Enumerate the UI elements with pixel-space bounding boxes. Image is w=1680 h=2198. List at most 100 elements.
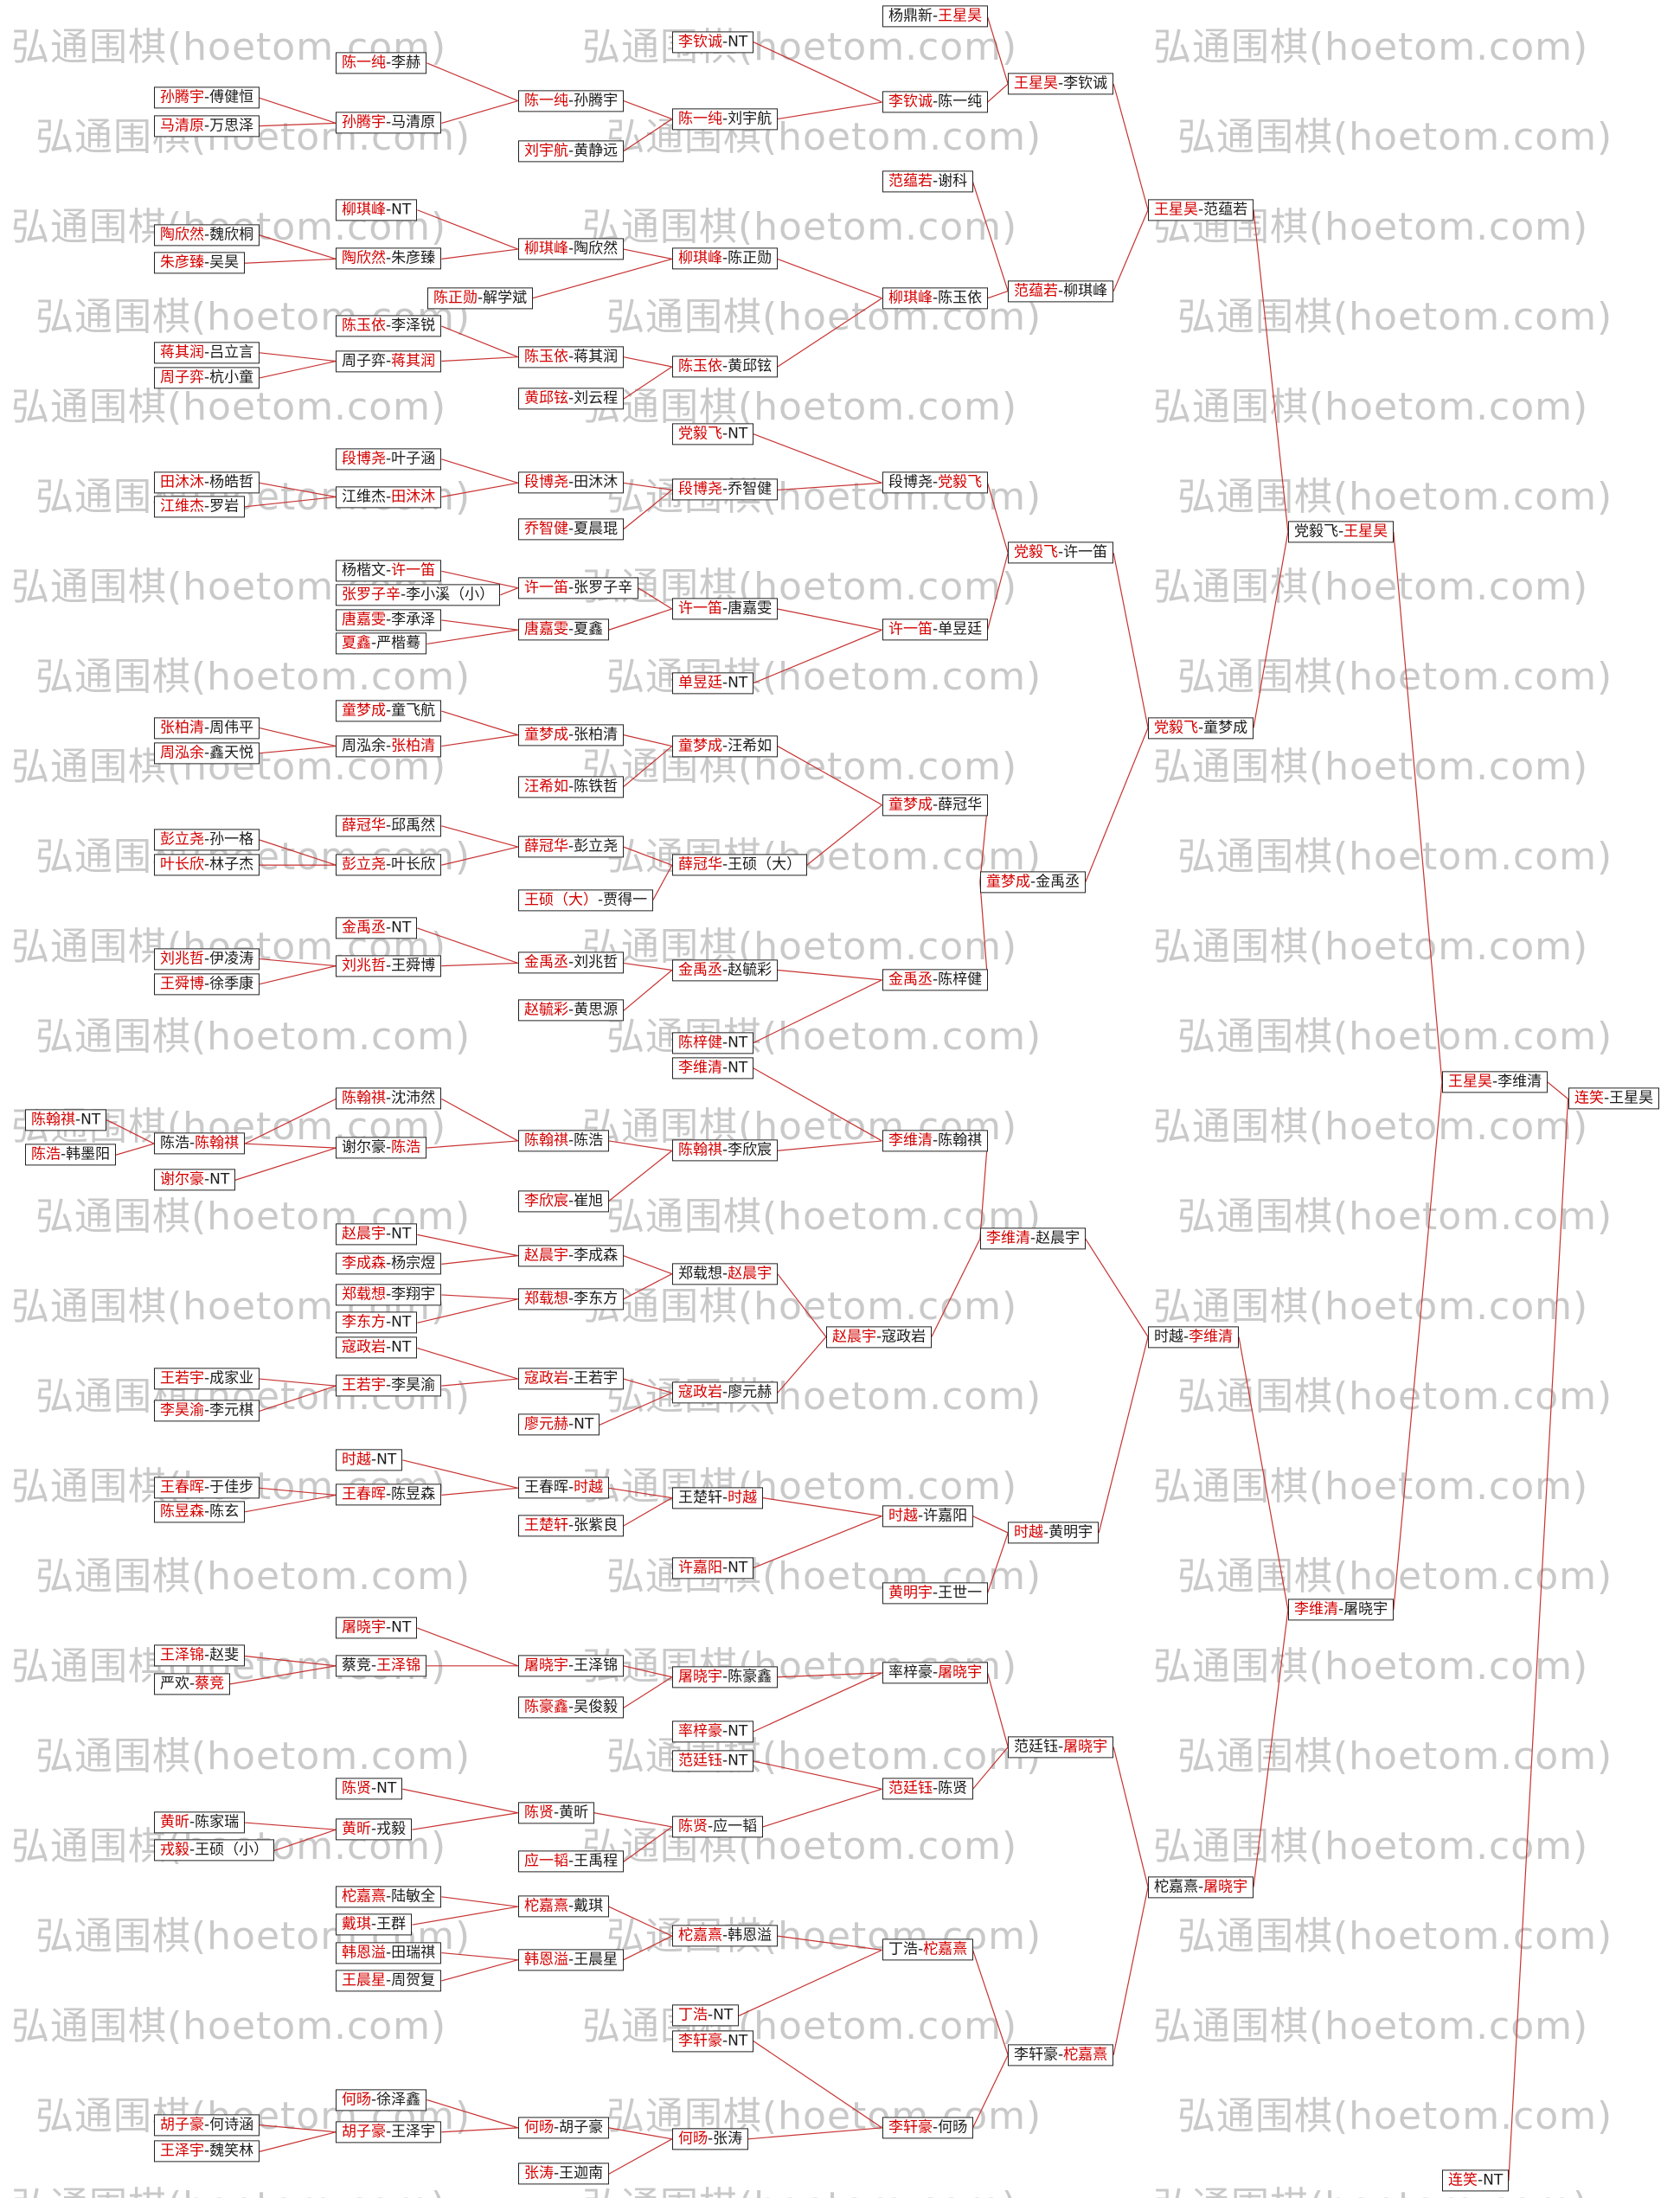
match-box[interactable]: 陈贤-应一韬 (672, 1816, 764, 1838)
match-box[interactable]: 黄明宇-王世一 (882, 1582, 989, 1605)
match-box[interactable]: 陈豪鑫-吴俊毅 (518, 1696, 625, 1719)
match-box[interactable]: 党毅飞-许一笛 (1008, 541, 1114, 564)
match-box[interactable]: 时越-黄明宇 (1008, 1522, 1100, 1544)
match-box[interactable]: 黄昕-戎毅 (336, 1818, 413, 1841)
match-box[interactable]: 陈浩-韩墨阳 (25, 1144, 117, 1166)
match-box[interactable]: 时越-李维清 (1148, 1326, 1240, 1349)
match-box[interactable]: 何旸-张涛 (672, 2128, 749, 2150)
match-box[interactable]: 彭立尧-孙一格 (154, 829, 260, 851)
match-box[interactable]: 范廷钰-NT (672, 1750, 754, 1772)
match-box[interactable]: 柁嘉熹-戴琪 (518, 1895, 610, 1918)
match-box[interactable]: 薛冠华-彭立尧 (518, 836, 625, 858)
match-box[interactable]: 应一韬-王禹程 (518, 1850, 625, 1873)
match-box[interactable]: 韩恩溢-田瑞祺 (336, 1942, 442, 1964)
match-box[interactable]: 李维清-陈翰祺 (882, 1130, 989, 1152)
match-box[interactable]: 柁嘉熹-陆敏全 (336, 1886, 442, 1908)
match-box[interactable]: 陈玉依-李泽锐 (336, 315, 442, 337)
match-box[interactable]: 童梦成-汪希如 (672, 735, 779, 758)
match-box[interactable]: 范廷钰-陈贤 (882, 1778, 974, 1800)
match-box[interactable]: 彭立尧-叶长欣 (336, 854, 442, 876)
match-box[interactable]: 陈贤-NT (336, 1778, 403, 1800)
match-box[interactable]: 柳琪峰-陈正勋 (672, 247, 779, 270)
match-box[interactable]: 蔡竞-王泽锦 (336, 1655, 427, 1677)
match-box[interactable]: 汪希如-陈铁哲 (518, 776, 625, 798)
match-box[interactable]: 谢尔豪-NT (154, 1169, 236, 1191)
match-box[interactable]: 王星昊-李维清 (1442, 1071, 1549, 1093)
match-box[interactable]: 柳琪峰-陶欣然 (518, 238, 625, 260)
match-box[interactable]: 范蕴若-柳琪峰 (1008, 280, 1114, 303)
match-box[interactable]: 赵晨宇-NT (336, 1223, 418, 1246)
match-box[interactable]: 金禹丞-陈梓健 (882, 969, 989, 991)
match-box[interactable]: 黄邱铉-刘云程 (518, 388, 625, 410)
match-box[interactable]: 周泓余-鑫天悦 (154, 742, 260, 765)
match-box[interactable]: 党毅飞-王星昊 (1288, 521, 1395, 543)
match-box[interactable]: 江维杰-罗岩 (154, 496, 246, 518)
match-box[interactable]: 朱彦臻-吴昊 (154, 252, 246, 274)
match-box[interactable]: 许一笛-张罗子辛 (518, 577, 639, 599)
match-box[interactable]: 陈贤-黄昕 (518, 1802, 595, 1824)
match-box[interactable]: 柁嘉熹-韩恩溢 (672, 1925, 779, 1947)
match-box[interactable]: 童梦成-童飞航 (336, 700, 442, 722)
match-box[interactable]: 薛冠华-邱禹然 (336, 815, 442, 837)
match-box[interactable]: 王泽宇-魏笑林 (154, 2140, 260, 2163)
match-box[interactable]: 杨鼎新-王星昊 (882, 5, 989, 28)
match-box[interactable]: 杨楷文-许一笛 (336, 560, 442, 582)
match-box[interactable]: 段博尧-田沐沐 (518, 471, 625, 494)
match-box[interactable]: 许嘉阳-NT (672, 1557, 754, 1580)
match-box[interactable]: 连笑-NT (1442, 2169, 1510, 2192)
match-box[interactable]: 李东方-NT (336, 1311, 418, 1334)
match-box[interactable]: 王若宇-李昊渝 (336, 1375, 442, 1397)
match-box[interactable]: 陈翰祺-沈沛然 (336, 1087, 442, 1110)
match-box[interactable]: 赵毓彩-黄思源 (518, 999, 625, 1022)
match-box[interactable]: 周子弈-杭小童 (154, 367, 260, 389)
match-box[interactable]: 陈翰祺-陈浩 (518, 1130, 610, 1152)
match-box[interactable]: 郑载想-李翔宇 (336, 1284, 442, 1306)
match-box[interactable]: 孙腾宇-傅健恒 (154, 87, 260, 109)
match-box[interactable]: 孙腾宇-马清原 (336, 112, 442, 134)
match-box[interactable]: 李轩豪-柁嘉熹 (1008, 2044, 1114, 2067)
match-box[interactable]: 连笑-王星昊 (1568, 1087, 1660, 1110)
match-box[interactable]: 陈玉依-黄邱铉 (672, 356, 779, 378)
match-box[interactable]: 柳琪峰-陈玉依 (882, 287, 989, 310)
match-box[interactable]: 何旸-胡子豪 (518, 2117, 610, 2139)
match-box[interactable]: 乔智健-夏晨琨 (518, 518, 625, 541)
match-box[interactable]: 陈梓健-NT (672, 1032, 754, 1054)
match-box[interactable]: 韩恩溢-王晨星 (518, 1949, 625, 1971)
match-box[interactable]: 王舜博-徐季康 (154, 973, 260, 996)
match-box[interactable]: 范蕴若-谢科 (882, 170, 974, 193)
match-box[interactable]: 王楚轩-张紫良 (518, 1515, 625, 1537)
match-box[interactable]: 金禹丞-刘兆哲 (518, 952, 625, 974)
match-box[interactable]: 李维清-NT (672, 1057, 754, 1080)
match-box[interactable]: 叶长欣-林子杰 (154, 854, 260, 876)
match-box[interactable]: 李维清-赵晨宇 (980, 1227, 1087, 1250)
match-box[interactable]: 陈一纯-刘宇航 (672, 108, 779, 131)
match-box[interactable]: 李昊渝-李元棋 (154, 1400, 260, 1422)
match-box[interactable]: 寇政岩-NT (336, 1336, 418, 1359)
match-box[interactable]: 刘宇航-黄静远 (518, 140, 625, 163)
match-box[interactable]: 李欣宸-崔旭 (518, 1190, 610, 1213)
match-box[interactable]: 许一笛-唐嘉雯 (672, 598, 779, 620)
match-box[interactable]: 陈浩-陈翰祺 (154, 1132, 246, 1155)
match-box[interactable]: 戎毅-王硕（小） (154, 1839, 275, 1862)
match-box[interactable]: 马清原-万思泽 (154, 115, 260, 138)
match-box[interactable]: 金禹丞-NT (336, 917, 418, 939)
match-box[interactable]: 周泓余-张柏清 (336, 735, 442, 758)
match-box[interactable]: 廖元赫-NT (518, 1413, 600, 1436)
match-box[interactable]: 童梦成-张柏清 (518, 724, 625, 747)
match-box[interactable]: 王硕（大）-贾得一 (518, 889, 654, 912)
match-box[interactable]: 陈翰祺-李欣宸 (672, 1139, 779, 1162)
match-box[interactable]: 柁嘉熹-屠晓宇 (1148, 1876, 1254, 1899)
match-box[interactable]: 戴琪-王群 (336, 1913, 413, 1936)
match-box[interactable]: 王晨星-周贺复 (336, 1970, 442, 1992)
match-box[interactable]: 李轩豪-NT (672, 2030, 754, 2053)
match-box[interactable]: 陈翰祺-NT (25, 1109, 107, 1131)
match-box[interactable]: 王楚轩-时越 (672, 1487, 764, 1509)
match-box[interactable]: 李维清-屠晓宇 (1288, 1599, 1395, 1621)
match-box[interactable]: 黄昕-陈家瑞 (154, 1811, 246, 1834)
match-box[interactable]: 田沐沐-杨皓哲 (154, 471, 260, 494)
match-box[interactable]: 王春晖-时越 (518, 1477, 610, 1499)
match-box[interactable]: 屠晓宇-陈豪鑫 (672, 1666, 779, 1689)
match-box[interactable]: 郑载想-赵晨宇 (672, 1263, 779, 1285)
match-box[interactable]: 屠晓宇-NT (336, 1617, 418, 1639)
match-box[interactable]: 王春晖-于佳步 (154, 1477, 260, 1499)
